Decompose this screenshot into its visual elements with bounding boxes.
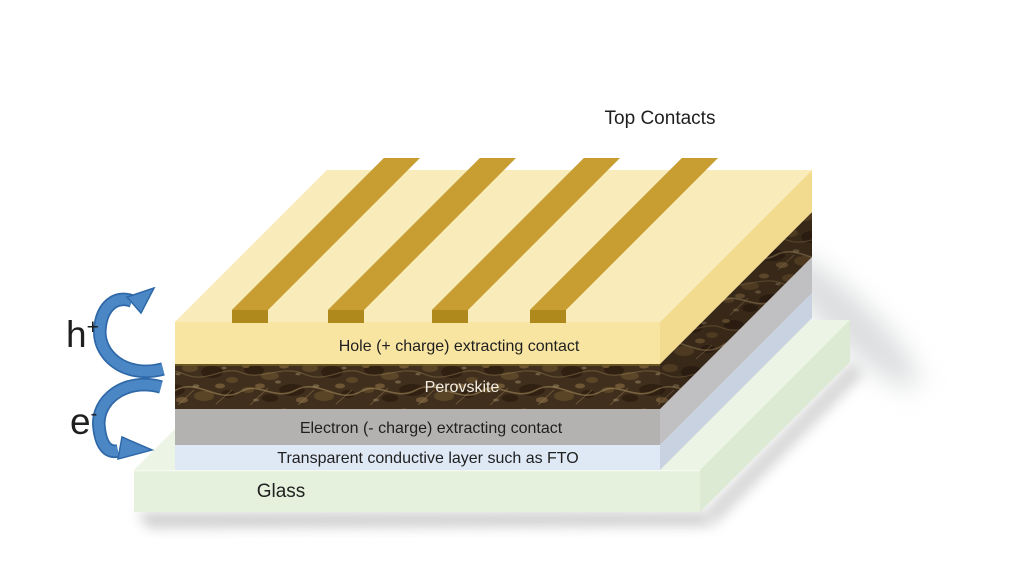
perovskite-top-edge xyxy=(175,363,660,366)
electron-contact-layer xyxy=(175,257,812,445)
bar-top-face xyxy=(530,158,718,310)
glass-layer-label: Glass xyxy=(257,481,306,502)
glass-side-face xyxy=(700,320,850,512)
fto-front-face xyxy=(175,445,660,470)
fto-layer xyxy=(175,293,812,470)
glass-front-face xyxy=(134,470,700,512)
bar-top-face xyxy=(232,158,420,310)
electron-arrowhead xyxy=(117,435,155,461)
bar-front-face xyxy=(432,310,468,323)
perovskite-front-face xyxy=(175,364,660,409)
electron-symbol-sign: - xyxy=(91,403,98,425)
perovskite-side-face xyxy=(660,212,812,409)
top-contact-bar xyxy=(530,158,718,323)
electron-layer-label: Electron (- charge) extracting contact xyxy=(300,420,563,437)
hole-symbol: h+ xyxy=(66,314,99,355)
electron-flow-arrow xyxy=(92,377,163,461)
electron-symbol: e- xyxy=(70,401,97,442)
bar-top-face xyxy=(328,158,516,310)
hole-symbol-letter: h xyxy=(66,314,87,355)
top-contact-bar xyxy=(232,158,420,323)
top-contacts-title: Top Contacts xyxy=(605,108,716,129)
drop-shadow xyxy=(137,252,919,528)
electron-front-face xyxy=(175,409,660,445)
hole-arrow-body xyxy=(94,294,165,377)
top-contact-bar xyxy=(328,158,516,323)
electron-symbol-letter: e xyxy=(70,401,91,442)
hole-front-face xyxy=(175,322,660,364)
fto-side-face xyxy=(660,293,812,470)
shadow-bottom xyxy=(137,512,714,528)
perovskite-layer-label: Perovskite xyxy=(425,379,500,396)
hole-side-face xyxy=(660,170,812,364)
electron-arrow-body xyxy=(93,379,163,457)
bar-front-face xyxy=(232,310,268,323)
hole-symbol-sign: + xyxy=(87,316,99,339)
electron-side-face xyxy=(660,257,812,445)
bar-front-face xyxy=(530,310,566,323)
perovskite-layer xyxy=(175,212,812,409)
bar-front-face xyxy=(328,310,364,323)
top-contact-bar xyxy=(432,158,620,323)
top-contact-bars xyxy=(232,158,718,323)
hole-arrowhead xyxy=(125,286,156,315)
bar-top-face xyxy=(432,158,620,310)
hole-flow-arrow xyxy=(93,286,165,379)
perovskite-side-shade xyxy=(660,212,812,409)
hole-layer-label: Hole (+ charge) extracting contact xyxy=(339,338,580,355)
fto-layer-label: Transparent conductive layer such as FTO xyxy=(277,450,578,467)
shadow-right xyxy=(703,362,864,524)
